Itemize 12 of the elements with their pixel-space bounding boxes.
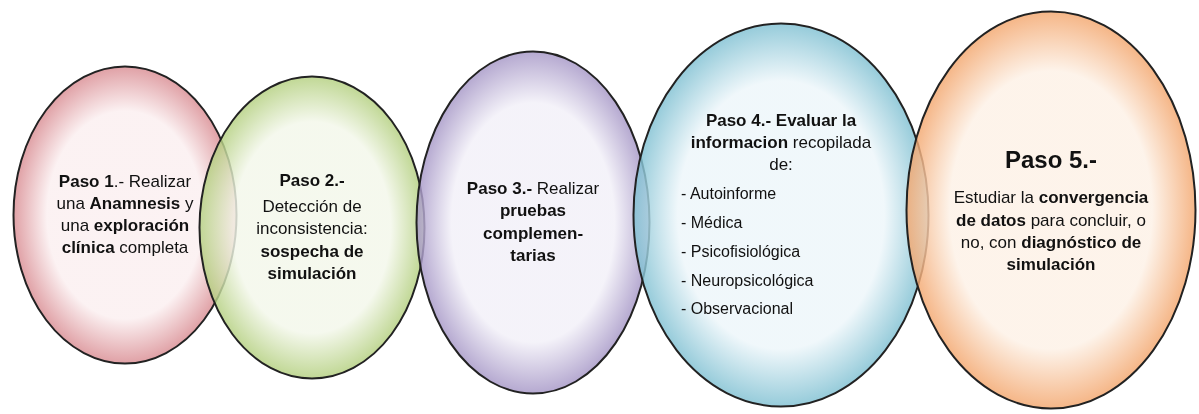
step-heading: Paso 4.- Evaluar la informacion recopilada de: — [689, 109, 873, 177]
list-item: - Médica — [681, 212, 743, 233]
list-item: - Psicofisiológica — [681, 241, 801, 262]
list-item: - Autoinforme — [681, 184, 777, 205]
step-heading: Paso 3.- Realizar pruebas complemen- tarias — [465, 178, 601, 267]
step-heading: Paso 5.- — [1004, 145, 1097, 176]
step-heading: Paso 1.- Realizar una Anamnesis y una exploración clínica completa — [55, 170, 195, 260]
step-text: Detección de inconsistencia: sospecha de simulación — [255, 196, 369, 285]
list-item: - Observacional — [681, 299, 794, 320]
step-text: Estudiar la convergencia de datos para concluir, o no, con diagnóstico de simulación — [952, 187, 1150, 276]
step-heading: Paso 2.- — [279, 170, 345, 193]
list-item: - Neuropsicológica — [681, 270, 814, 291]
